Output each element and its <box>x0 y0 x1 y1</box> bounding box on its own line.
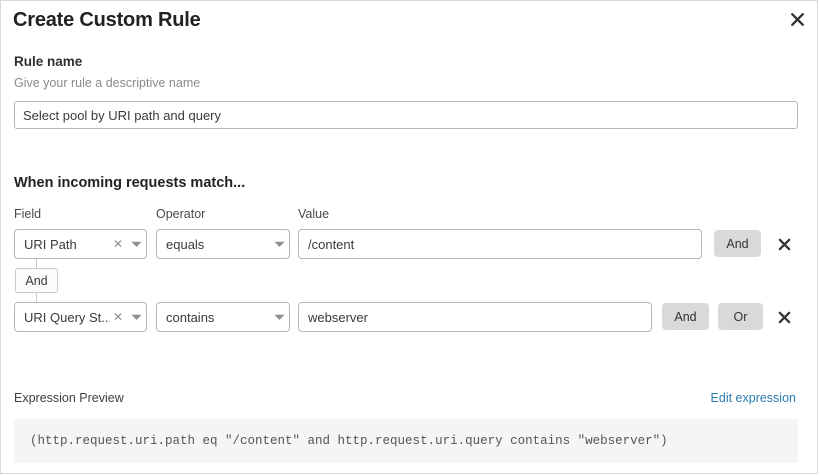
clear-icon[interactable]: ✕ <box>112 310 123 324</box>
rule-name-helper: Give your rule a descriptive name <box>14 76 201 90</box>
clear-icon[interactable]: ✕ <box>112 237 123 251</box>
rule-name-input[interactable] <box>14 101 798 129</box>
expression-code: (http.request.uri.path eq "/content" and… <box>30 434 668 448</box>
connector-and-badge[interactable]: And <box>15 268 58 293</box>
delete-icon[interactable] <box>774 234 794 254</box>
or-button-2[interactable]: Or <box>718 303 763 330</box>
connector-line-top <box>36 259 37 268</box>
conditions-heading: When incoming requests match... <box>14 175 246 191</box>
and-button-1[interactable]: And <box>714 230 761 257</box>
operator-select-2-value: contains <box>166 309 215 325</box>
logic-connector: And <box>1 259 121 305</box>
chevron-down-icon[interactable] <box>269 241 289 248</box>
value-input-2[interactable] <box>298 302 652 332</box>
expression-preview-box: (http.request.uri.path eq "/content" and… <box>14 419 798 463</box>
field-select-1[interactable]: URI Path ✕ <box>14 229 147 259</box>
field-select-2[interactable]: URI Query St... ✕ <box>14 302 147 332</box>
connector-line-bottom <box>36 293 37 305</box>
rule-name-label: Rule name <box>14 54 83 69</box>
chevron-down-icon[interactable] <box>126 314 146 321</box>
field-select-1-value: URI Path <box>24 236 77 252</box>
delete-icon[interactable] <box>774 307 794 327</box>
edit-expression-link[interactable]: Edit expression <box>710 391 796 405</box>
operator-select-2[interactable]: contains <box>156 302 290 332</box>
operator-select-1[interactable]: equals <box>156 229 290 259</box>
expression-preview-label: Expression Preview <box>14 391 124 405</box>
dialog-title: Create Custom Rule <box>13 9 201 31</box>
column-header-operator: Operator <box>156 207 206 221</box>
operator-select-1-value: equals <box>166 236 205 252</box>
chevron-down-icon[interactable] <box>269 314 289 321</box>
value-input-1[interactable] <box>298 229 702 259</box>
and-button-2[interactable]: And <box>662 303 709 330</box>
column-header-field: Field <box>14 207 42 221</box>
chevron-down-icon[interactable] <box>126 241 146 248</box>
condition-row: URI Query St... ✕ contains And Or <box>1 302 817 332</box>
column-header-value: Value <box>298 207 330 221</box>
condition-row: URI Path ✕ equals And <box>1 229 817 259</box>
close-icon[interactable] <box>785 7 809 31</box>
field-select-2-value: URI Query St... <box>24 309 110 325</box>
